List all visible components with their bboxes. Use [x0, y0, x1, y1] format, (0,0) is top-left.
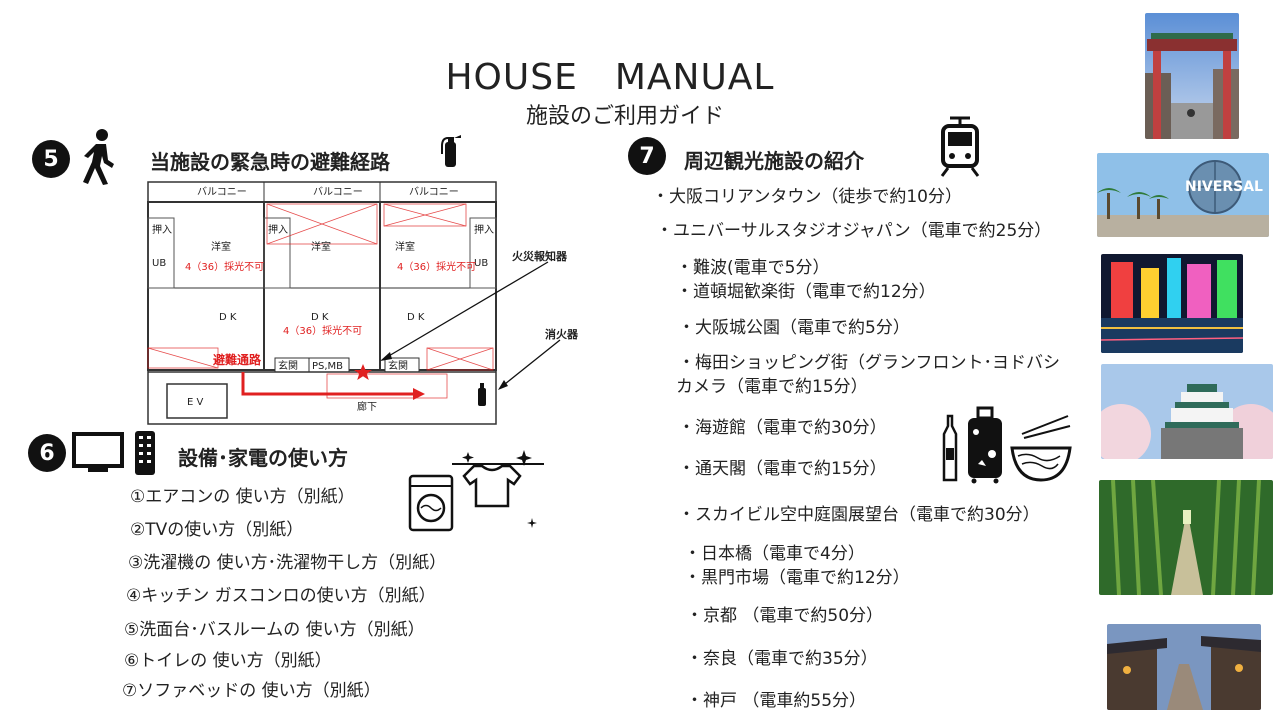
sightseeing-item: ・海遊館（電車で約30分） — [678, 418, 887, 438]
balcony-label-1: バルコニー — [197, 186, 247, 198]
entrance-label-1: 玄関 — [278, 359, 298, 372]
beer-suitcase-noodles-icon — [942, 406, 1072, 484]
evacuation-route-label: 避難通路 — [213, 352, 262, 367]
train-icon — [940, 116, 980, 182]
sightseeing-item: ・日本橋（電車で4分） — [684, 544, 865, 564]
walking-person-icon — [78, 128, 118, 190]
ps-mb-label: PS,MB — [312, 361, 343, 372]
dk-label-1: D K — [219, 312, 237, 323]
closet-label-3: 押入 — [474, 223, 494, 236]
section-7-badge: 7 — [628, 137, 666, 175]
korea-town-gate-photo — [1145, 13, 1239, 139]
page-title: HOUSE MANUAL — [445, 57, 775, 98]
evacuation-floor-plan: バルコニー バルコニー バルコニー 押入 UB 押入 押入 UB 洋室 — [147, 178, 499, 426]
sightseeing-item: ・大阪城公園（電車で約5分） — [678, 318, 910, 338]
appliance-list-item: ⑥トイレの 使い方（別紙） — [124, 651, 332, 671]
kyoto-street-photo — [1107, 624, 1261, 710]
appliance-list-item: ③洗濯機の 使い方･洗濯物干し方（別紙） — [128, 553, 447, 573]
laundry-icon — [408, 446, 548, 540]
section-7-heading: 周辺観光施設の紹介 — [684, 149, 864, 173]
sightseeing-item: ・スカイビル空中庭園展望台（電車で約30分） — [678, 505, 1040, 525]
section-6-heading: 設備･家電の使い方 — [178, 446, 348, 470]
tv-icon — [72, 432, 124, 480]
dotonbori-night-photo — [1101, 254, 1243, 353]
sightseeing-item: ・黒門市場（電車で約12分） — [684, 568, 910, 588]
elevator-label: E V — [187, 397, 203, 408]
lighting-note-3: 4（36）採光不可 — [397, 260, 476, 273]
lighting-note-2: 4（36）採光不可 — [283, 324, 362, 337]
sightseeing-item: ・梅田ショッピング街（グランフロント･ヨドバシ — [678, 353, 1060, 373]
sightseeing-item: ・奈良（電車で約35分） — [686, 649, 878, 669]
remote-control-icon — [134, 430, 156, 480]
sightseeing-item: ・道頓堀歓楽街（電車で約12分） — [676, 282, 936, 302]
osaka-castle-sakura-photo — [1101, 364, 1273, 459]
sightseeing-item: ・難波(電車で5分） — [676, 258, 830, 278]
sightseeing-item: ・神戸 （電車約55分） — [686, 691, 867, 711]
closet-label-1: 押入 — [152, 223, 172, 236]
balcony-label-3: バルコニー — [409, 186, 459, 198]
usj-sign-text: NIVERSAL — [1185, 179, 1263, 195]
sightseeing-item: ・通天閣（電車で約15分） — [678, 459, 887, 479]
section-5-badge: 5 — [32, 140, 70, 178]
universal-studios-globe-photo: NIVERSAL — [1097, 153, 1269, 237]
sightseeing-item: ・大阪コリアンタウン（徒歩で約10分） — [652, 187, 962, 207]
ub-label-3: UB — [474, 258, 488, 269]
corridor-label: 廊下 — [357, 400, 377, 413]
lighting-note-1: 4（36）採光不可 — [185, 260, 264, 273]
section-5-heading: 当施設の緊急時の避難経路 — [150, 150, 390, 174]
fire-alarm-callout: 火災報知器 — [512, 250, 567, 263]
callout-arrows — [380, 261, 561, 390]
appliance-list-item: ①エアコンの 使い方（別紙） — [130, 487, 355, 507]
current-location-star-icon — [354, 364, 372, 380]
balcony-label-2: バルコニー — [313, 186, 363, 198]
appliance-list-item: ⑦ソファベッドの 使い方（別紙） — [122, 681, 381, 701]
western-room-label-2: 洋室 — [311, 240, 331, 253]
closet-label-2: 押入 — [268, 223, 288, 236]
dk-label-3: D K — [407, 312, 425, 323]
extinguisher-callout: 消火器 — [545, 328, 578, 341]
ub-label-1: UB — [152, 258, 166, 269]
entrance-label-2: 玄関 — [388, 359, 408, 372]
appliance-list-item: ⑤洗面台･バスルームの 使い方（別紙） — [124, 620, 425, 640]
sightseeing-item: ・ユニバーサルスタジオジャパン（電車で約25分） — [656, 221, 1052, 241]
page-subtitle: 施設のご利用ガイド — [525, 104, 724, 129]
sightseeing-item: ・京都 （電車で約50分） — [686, 606, 884, 626]
dk-label-2: D K — [311, 312, 329, 323]
appliance-list-item: ②TVの使い方（別紙） — [130, 520, 304, 540]
western-room-label-3: 洋室 — [395, 240, 415, 253]
sightseeing-item: カメラ（電車で約15分） — [676, 377, 868, 397]
fire-extinguisher-icon — [440, 132, 462, 172]
western-room-label-1: 洋室 — [211, 240, 231, 253]
section-6-badge: 6 — [28, 434, 66, 472]
appliance-list-item: ④キッチン ガスコンロの使い方（別紙） — [126, 586, 436, 606]
travel-food-icons — [942, 404, 1072, 488]
arashiyama-bamboo-photo — [1099, 480, 1273, 595]
